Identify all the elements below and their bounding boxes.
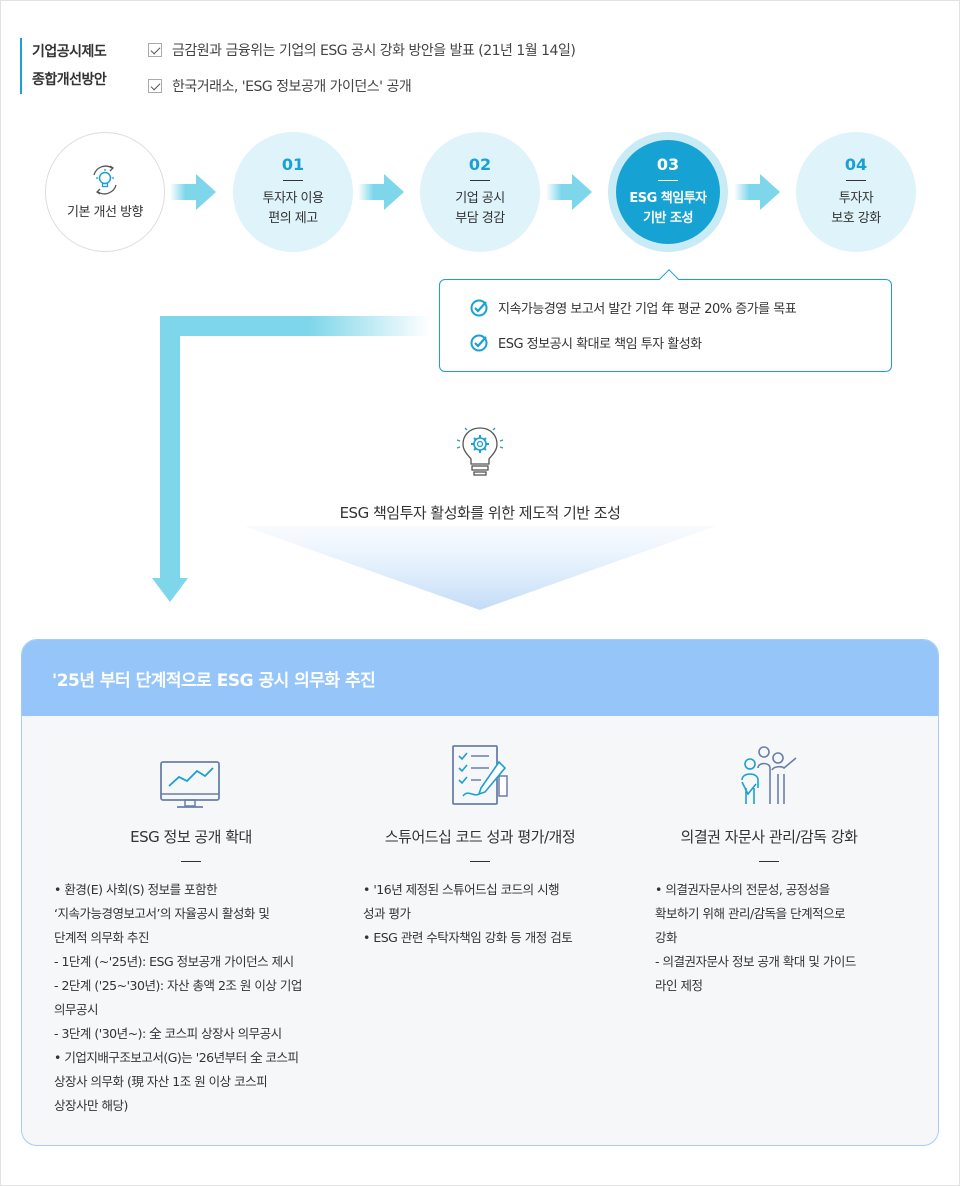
lightbulb-cycle-icon — [93, 165, 117, 195]
monitor-chart-icon — [160, 761, 220, 808]
body-line: - 2단계 ('25~'30년): 자산 총액 2조 원 이상 기업 — [54, 978, 302, 993]
checkbox-icon — [148, 43, 162, 57]
body-line: • 의결권자문사의 전문성, 공정성을 — [655, 882, 830, 897]
column-title: ESG 정보 공개 확대 — [130, 828, 252, 846]
funnel-shape — [244, 526, 716, 610]
step-label-line1: ESG 책임투자 — [629, 191, 707, 206]
header-title: 기업공시제도 종합개선방안 — [20, 38, 107, 94]
body-line: 단계적 의무화 추진 — [54, 930, 149, 945]
column-title: 스튜어드십 코드 성과 평가/개정 — [384, 828, 576, 846]
step-divider — [283, 180, 303, 181]
column-divider — [759, 861, 779, 862]
step-label-line1: 기업 공시 — [455, 191, 505, 206]
lightbulb-gear-icon — [456, 427, 504, 476]
step-divider — [846, 180, 866, 181]
step-number: 04 — [844, 155, 868, 174]
step-04: 04 투자자 보호 강화 — [796, 132, 916, 252]
step-number: 01 — [281, 155, 305, 174]
body-line: 의무공시 — [54, 1002, 99, 1017]
step-divider — [658, 180, 678, 181]
body-line: - 3단계 ('30년~): 全 코스피 상장사 의무공시 — [54, 1026, 282, 1041]
column-body: • '16년 제정된 스튜어드십 코드의 시행 성과 평가 • ESG 관련 수… — [363, 878, 573, 950]
step-02: 02 기업 공시 부담 경감 — [420, 132, 540, 252]
body-line: • 환경(E) 사회(S) 정보를 포함한 — [54, 882, 218, 897]
center-heading: ESG 책임투자 활성화를 위한 제도적 기반 조성 — [339, 504, 621, 522]
step-divider — [470, 180, 490, 181]
body-line: ‘지속가능경영보고서’의 자율공시 활성화 및 — [54, 906, 270, 921]
body-line: • ESG 관련 수탁자책임 강화 등 개정 검토 — [363, 930, 573, 945]
column-divider — [470, 861, 490, 862]
step-label-line2: 부담 경감 — [455, 211, 505, 226]
body-line: 라인 제정 — [655, 978, 703, 993]
step-03: 03 ESG 책임투자 기반 조성 — [616, 140, 720, 244]
panel-header: '25년 부터 단계적으로 ESG 공시 의무화 추진 — [22, 640, 938, 716]
header-title-line2: 종합개선방안 — [32, 72, 107, 88]
step-number: 03 — [656, 155, 680, 174]
arrow-right-icon — [734, 174, 780, 210]
step-label-line2: 편의 제고 — [268, 211, 318, 226]
step-label-line2: 보호 강화 — [831, 211, 881, 226]
checkbox-icon — [148, 79, 162, 93]
people-presentation-icon — [741, 746, 797, 804]
connector-horizontal — [160, 316, 430, 336]
esg-disclosure-panel: '25년 부터 단계적으로 ESG 공시 의무화 추진 ESG 정보 공개 확대… — [21, 639, 939, 1146]
column-divider — [181, 861, 201, 862]
step-label-line1: 투자자 — [838, 191, 874, 206]
step-01: 01 투자자 이용 편의 제고 — [233, 132, 353, 252]
callout-item: 지속가능경영 보고서 발간 기업 年 평균 20% 증가를 목표 — [470, 298, 797, 317]
step-label-line2: 기반 조성 — [643, 211, 693, 226]
body-line: 확보하기 위해 관리/감독을 단계적으로 — [655, 906, 846, 921]
body-line: 상장사 의무화 (現 자산 1조 원 이상 코스피 — [54, 1074, 268, 1089]
callout-item: ESG 정보공시 확대로 책임 투자 활성화 — [470, 333, 702, 352]
connector-vertical — [160, 316, 180, 580]
callout-box: 지속가능경영 보고서 발간 기업 年 평균 20% 증가를 목표 ESG 정보공… — [439, 279, 892, 372]
base-direction-circle: 기본 개선 방향 — [45, 132, 165, 252]
arrow-right-icon — [546, 174, 592, 210]
step-label-line1: 투자자 이용 — [262, 191, 324, 206]
body-line: 성과 평가 — [363, 906, 411, 921]
column-body: • 환경(E) 사회(S) 정보를 포함한 ‘지속가능경영보고서’의 자율공시 … — [54, 878, 302, 1118]
header-title-line1: 기업공시제도 — [32, 44, 107, 60]
body-line: - 의결권자문사 정보 공개 확대 및 가이드 — [655, 954, 856, 969]
header-item: 금감원과 금융위는 기업의 ESG 공시 강화 방안을 발표 (21년 1월 1… — [148, 38, 576, 62]
callout-item-text: ESG 정보공시 확대로 책임 투자 활성화 — [498, 337, 702, 352]
panel-title: '25년 부터 단계적으로 ESG 공시 의무화 추진 — [52, 670, 376, 691]
header-item-text: 한국거래소, 'ESG 정보공개 가이던스' 공개 — [172, 79, 412, 95]
column-body: • 의결권자문사의 전문성, 공정성을 확보하기 위해 관리/감독을 단계적으로… — [655, 878, 856, 998]
header-list: 금감원과 금융위는 기업의 ESG 공시 강화 방안을 발표 (21년 1월 1… — [148, 38, 576, 110]
checklist-pen-icon — [452, 745, 508, 805]
check-circle-icon — [470, 334, 488, 351]
body-line: 상장사만 해당) — [54, 1098, 128, 1113]
arrow-down-icon — [152, 578, 188, 602]
base-direction-label: 기본 개선 방향 — [66, 205, 144, 220]
arrow-right-icon — [170, 174, 216, 210]
arrow-right-icon — [358, 174, 404, 210]
check-circle-icon — [470, 299, 488, 316]
header-item-text: 금감원과 금융위는 기업의 ESG 공시 강화 방안을 발표 (21년 1월 1… — [172, 43, 576, 59]
column-title: 의결권 자문사 관리/감독 강화 — [680, 828, 858, 846]
callout-item-text: 지속가능경영 보고서 발간 기업 年 평균 20% 증가를 목표 — [498, 302, 797, 317]
header-item: 한국거래소, 'ESG 정보공개 가이던스' 공개 — [148, 74, 575, 98]
body-line: • 기업지배구조보고서(G)는 '26년부터 全 코스피 — [54, 1050, 299, 1065]
body-line: • '16년 제정된 스튜어드십 코드의 시행 — [363, 882, 560, 897]
body-line: 강화 — [655, 930, 678, 945]
step-number: 02 — [468, 155, 492, 174]
body-line: - 1단계 (~'25년): ESG 정보공개 가이던스 제시 — [54, 954, 294, 969]
